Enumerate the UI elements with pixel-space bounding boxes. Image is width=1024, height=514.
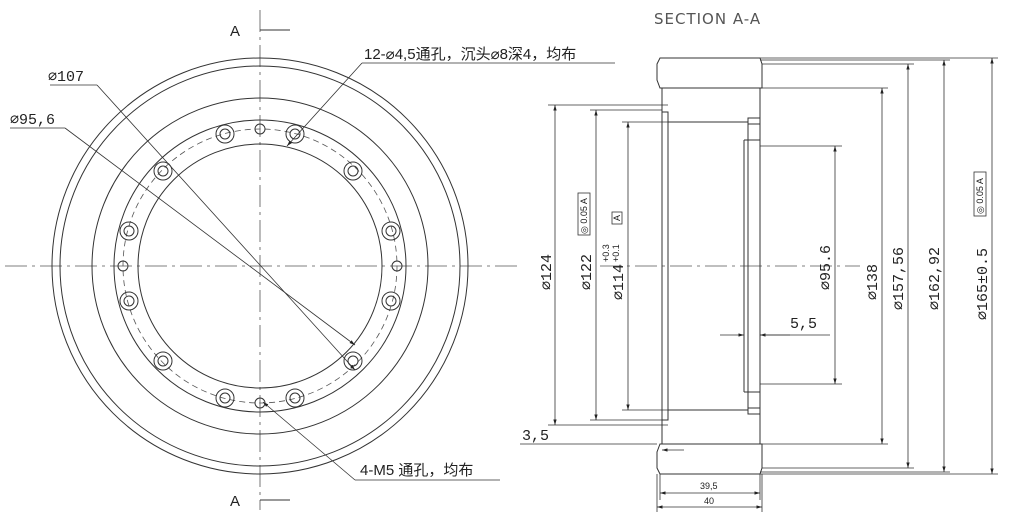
section-mark-bottom: A <box>230 493 290 510</box>
svg-text:◎ 0.05 A: ◎ 0.05 A <box>975 178 985 214</box>
m5-hole <box>391 260 403 272</box>
dim-d157-56: ⌀157,56 <box>762 63 914 469</box>
svg-text:+0.1: +0.1 <box>611 244 621 262</box>
svg-text:40: 40 <box>704 496 714 506</box>
m5-hole <box>117 260 129 272</box>
hub-outer-circle <box>91 97 429 435</box>
countersunk-hole <box>119 291 139 311</box>
countersunk-hole <box>215 388 235 408</box>
countersunk-hole <box>285 388 305 408</box>
svg-text:4-M5 通孔，均布: 4-M5 通孔，均布 <box>360 462 473 479</box>
countersunk-hole <box>153 351 173 371</box>
svg-text:⌀95.6: ⌀95.6 <box>818 245 835 290</box>
leader-d107: ⌀107 <box>48 69 356 371</box>
hub-top-section <box>661 87 761 123</box>
svg-text:⌀165±0.5: ⌀165±0.5 <box>975 248 992 320</box>
svg-text:5,5: 5,5 <box>790 316 817 333</box>
tyre-top-section <box>656 57 763 89</box>
dim-d124: ⌀124 <box>539 104 668 426</box>
dim-d162-92: ⌀162,92 <box>760 59 950 473</box>
leader-4-m5: 4-M5 通孔，均布 <box>262 401 500 481</box>
svg-text:+0.3: +0.3 <box>601 244 611 262</box>
svg-text:⌀107: ⌀107 <box>48 69 84 86</box>
tyre-bottom-section <box>656 443 763 475</box>
svg-text:⌀122: ⌀122 <box>579 254 596 290</box>
leader-d95-6: ⌀95,6 <box>10 112 356 346</box>
svg-text:⌀157,56: ⌀157,56 <box>891 247 908 310</box>
svg-text:12-⌀4,5通孔，沉头⌀8深4，均布: 12-⌀4,5通孔，沉头⌀8深4，均布 <box>364 46 576 63</box>
front-view: A A <box>5 10 615 510</box>
m5-hole <box>254 123 266 135</box>
svg-text:A: A <box>230 23 240 40</box>
dim-3-5: 3,5 <box>520 428 684 452</box>
svg-text:⌀95,6: ⌀95,6 <box>10 112 55 129</box>
svg-text:⌀114: ⌀114 <box>611 264 628 300</box>
countersunk-hole <box>381 221 401 241</box>
svg-text:⌀124: ⌀124 <box>539 254 556 290</box>
countersunk-hole <box>119 221 139 241</box>
countersunk-hole <box>343 161 363 181</box>
svg-text:A: A <box>612 215 622 221</box>
dim-d114: ⌀114 +0.3 +0.1 A <box>601 121 668 411</box>
leader-12-holes: 12-⌀4,5通孔，沉头⌀8深4，均布 <box>286 46 615 147</box>
dim-40: 40 <box>656 474 763 512</box>
outer-rim-inner-circle <box>59 65 461 467</box>
bore-circle <box>137 143 383 389</box>
dim-d122: ⌀122 ◎ 0.05 A <box>577 109 662 421</box>
svg-text:3,5: 3,5 <box>522 428 549 445</box>
dim-39-5: 39,5 <box>659 474 761 500</box>
svg-text:39,5: 39,5 <box>700 481 718 491</box>
countersunk-hole <box>285 124 305 144</box>
dim-d95-6: ⌀95.6 <box>760 145 842 385</box>
svg-text:⌀138: ⌀138 <box>865 264 882 300</box>
bolt-pitch-circle <box>122 128 398 404</box>
dim-d138: ⌀138 <box>760 87 888 445</box>
dim-d165: ⌀165±0.5 ◎ 0.05 A <box>760 57 998 475</box>
svg-text:◎ 0.05 A: ◎ 0.05 A <box>579 198 589 234</box>
countersunk-hole <box>381 291 401 311</box>
countersunk-hole <box>215 124 235 144</box>
section-mark-top: A <box>230 23 290 40</box>
hub-bottom-section <box>661 409 761 445</box>
dim-5-5: 5,5 <box>720 316 830 337</box>
svg-text:⌀162,92: ⌀162,92 <box>927 247 944 310</box>
bolt-pitch-boundary-circle <box>113 119 407 413</box>
countersunk-hole <box>153 161 173 181</box>
section-view: SECTION A-A ⌀124 <box>520 10 998 512</box>
countersunk-holes <box>119 124 401 408</box>
outer-rim-circle <box>51 57 469 475</box>
svg-text:A: A <box>230 493 240 510</box>
section-title: SECTION A-A <box>654 10 761 28</box>
